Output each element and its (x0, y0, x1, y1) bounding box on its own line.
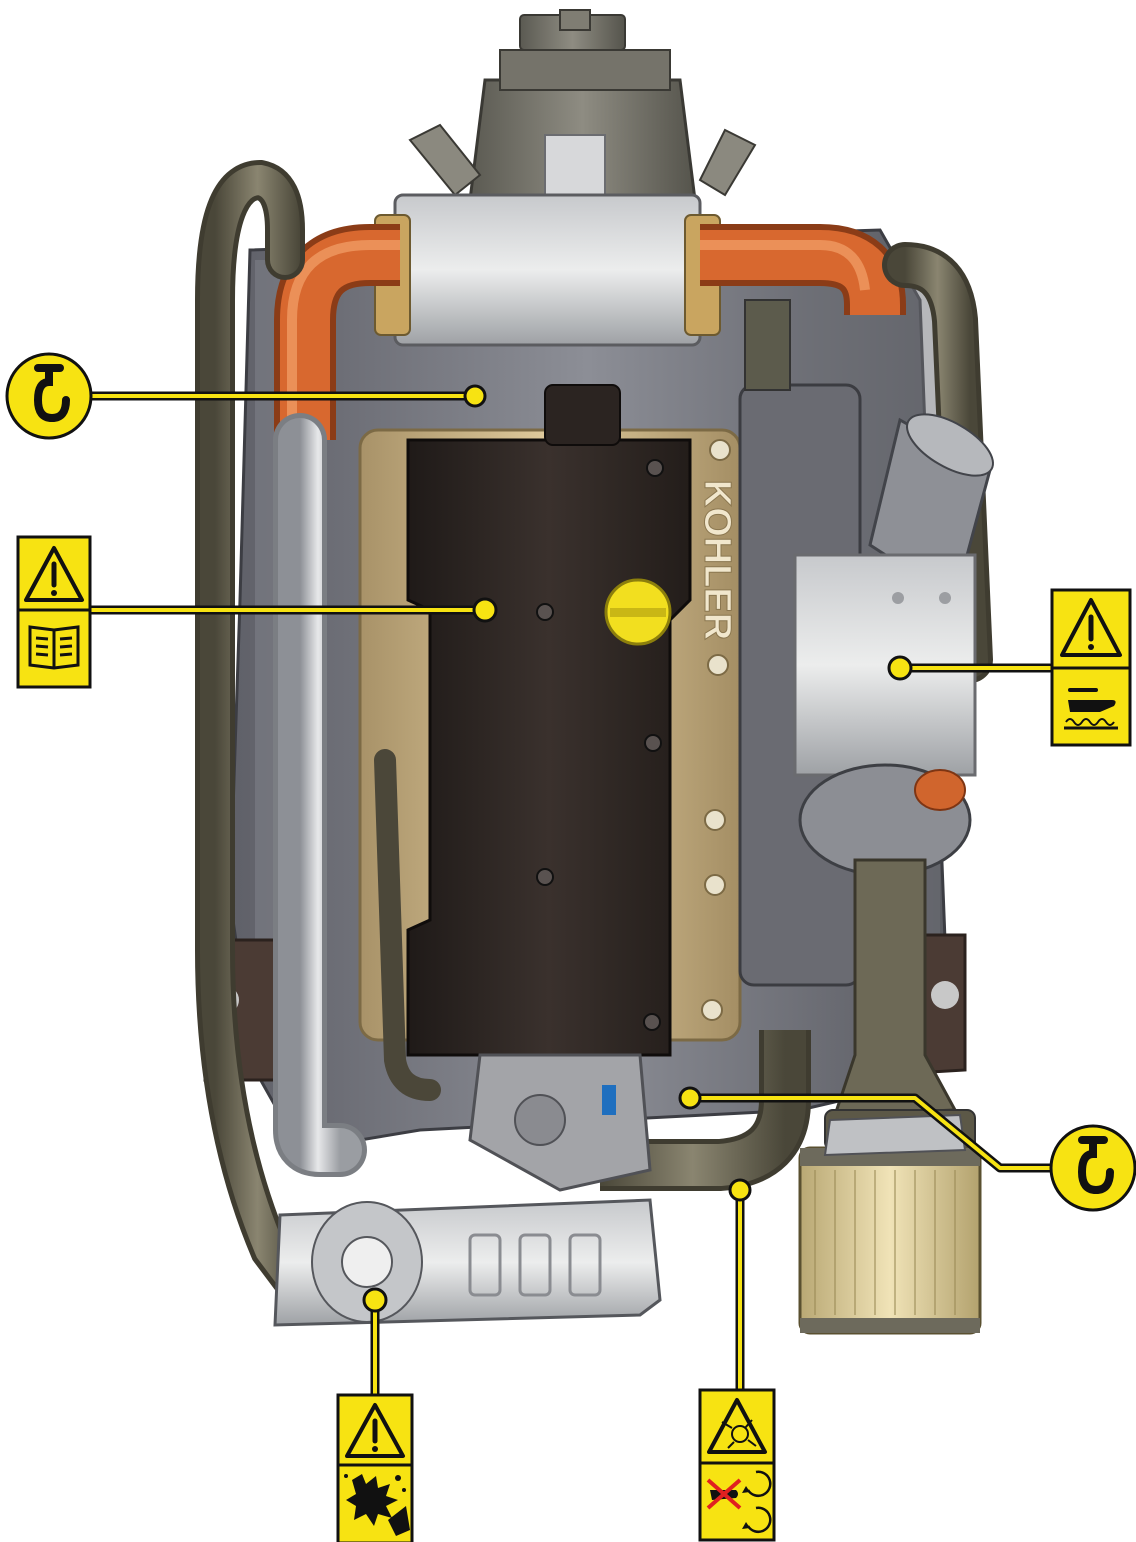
explosion-hazard-icon (344, 1474, 410, 1536)
lifting-eye-bottom (1049, 1124, 1136, 1212)
manual-book-icon (28, 625, 80, 670)
outlet-nipple-right (698, 128, 757, 197)
valve-cover-bolts (536, 459, 664, 1031)
callout-dot-lifting-eye-bottom (678, 1086, 702, 1110)
callout-lines (85, 391, 1055, 1400)
heat-exchanger (393, 193, 702, 347)
callout-dot-rotating (728, 1178, 752, 1202)
callout-dot-explosion (362, 1287, 388, 1313)
small-hose (374, 749, 441, 1101)
fan-hazard-icon (707, 1398, 767, 1454)
warning-explosion (336, 1393, 414, 1542)
warning-triangle-icon (24, 546, 84, 602)
thermostat-bracket (544, 134, 606, 196)
oil-filter (798, 1146, 982, 1335)
warning-hot-surface (1050, 588, 1132, 747)
filter-clamp (823, 1113, 967, 1157)
callout-dot-read-manual (472, 597, 498, 623)
warning-triangle-icon (1060, 598, 1122, 657)
warning-read-manual (16, 535, 92, 689)
callout-dot-lifting-eye-top (463, 384, 487, 408)
no-hands-rotating-icon (706, 1470, 772, 1533)
engine-illustration: KOHLER (195, 9, 994, 1335)
head-bolts (701, 439, 731, 1021)
warning-rotating-parts (698, 1388, 776, 1542)
hook-icon (33, 364, 70, 423)
lifting-eye-top (5, 352, 93, 440)
callout-dot-hot-surface (887, 655, 913, 681)
outlet-nipple-left (408, 123, 482, 197)
hot-surface-hand-icon (1064, 688, 1118, 730)
warning-triangle-icon (345, 1403, 405, 1458)
callout-dots (362, 384, 913, 1313)
hook-icon (1077, 1136, 1114, 1195)
brand-label: KOHLER (696, 480, 738, 640)
